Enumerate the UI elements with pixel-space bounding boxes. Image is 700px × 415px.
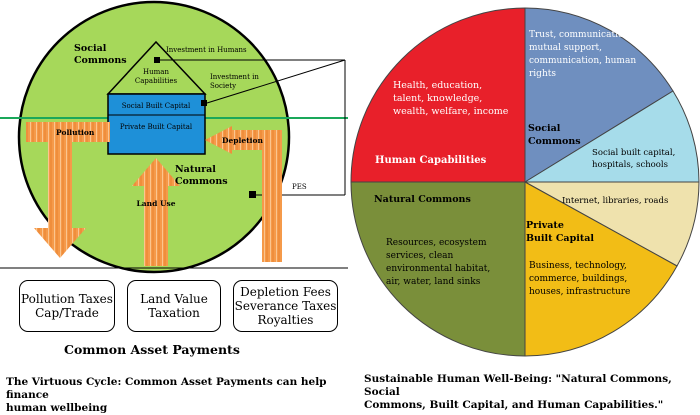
depletion-arrow — [205, 126, 282, 262]
roof-label-1: Human — [143, 68, 169, 76]
pollution-label: Pollution — [56, 128, 95, 137]
pie-human-capabilities — [350, 7, 526, 183]
payment-box-line: Pollution Taxes — [21, 292, 113, 306]
social-commons-label-1: Social — [74, 43, 107, 54]
wall-marker — [201, 100, 207, 106]
pie-social-commons — [524, 7, 674, 183]
hc-item-1: Health, education, — [393, 80, 482, 91]
payment-box-depletion-fees: Depletion Fees Severance Taxes Royalties — [233, 280, 338, 332]
hc-item-3: wealth, welfare, income — [393, 106, 509, 117]
right-caption: Sustainable Human Well-Being: "Natural C… — [364, 373, 700, 412]
land-use-label: Land Use — [137, 199, 176, 208]
pbc-item-1: Business, technology, — [529, 261, 627, 271]
sc-title-2: Commons — [528, 136, 581, 147]
roof-marker — [154, 57, 160, 63]
investment-society-label-2: Society — [210, 82, 236, 90]
payment-box-line: Royalties — [257, 313, 314, 327]
pie-social-built-capital — [523, 90, 700, 183]
pes-marker — [249, 191, 256, 198]
investment-society-label-1: Investment in — [210, 73, 259, 81]
land-use-arrow — [132, 158, 180, 266]
hc-item-2: talent, knowledge, — [393, 93, 482, 104]
pie-private-built-capital — [524, 181, 678, 357]
pbc-title-1: Private — [526, 220, 564, 231]
left-caption: The Virtuous Cycle: Common Asset Payment… — [6, 376, 346, 415]
roof-label-2: Capabilities — [135, 77, 178, 85]
pbc-item-3: houses, infrastructure — [529, 287, 630, 297]
sc-item-3: communication, human — [529, 56, 636, 66]
pollution-arrow — [26, 122, 110, 258]
right-caption-line: Sustainable Human Well-Being: "Natural C… — [364, 373, 672, 398]
sbc-item-1: Social built capital, — [592, 148, 675, 158]
sc-item-1: Trust, communication, — [529, 30, 632, 40]
internet-item: Internet, libraries, roads — [562, 196, 668, 206]
sc-title-1: Social — [528, 123, 561, 134]
sbc-item-2: hospitals, schools — [592, 160, 668, 170]
investment-humans-label: Investment in Humans — [166, 46, 247, 54]
payment-box-land-value: Land Value Taxation — [127, 280, 221, 332]
sc-item-2: mutual support, — [529, 43, 602, 53]
social-commons-label-2: Commons — [74, 55, 127, 66]
natural-commons-label-2: Commons — [175, 176, 228, 187]
nc-item-1: Resources, ecosystem — [386, 238, 487, 248]
natural-commons-label-1: Natural — [175, 164, 216, 175]
payment-box-pollution: Pollution Taxes Cap/Trade — [19, 280, 115, 332]
callout-line-society — [206, 59, 346, 104]
depletion-label: Depletion — [222, 136, 263, 145]
pbc-item-2: commerce, buildings, — [529, 274, 627, 284]
private-built-capital-label: Private Built Capital — [120, 123, 193, 131]
diagram-canvas: Social Commons Natural Commons Human Cap… — [0, 0, 700, 357]
nc-item-2: services, clean — [386, 251, 454, 261]
payments-title: Common Asset Payments — [64, 342, 240, 357]
right-caption-line: Commons, Built Capital, and Human Capabi… — [364, 399, 664, 411]
social-built-capital-label: Social Built Capital — [122, 102, 191, 110]
payment-box-line: Cap/Trade — [35, 306, 99, 320]
payment-box-line: Depletion Fees — [240, 285, 331, 299]
nc-item-4: air, water, land sinks — [386, 277, 481, 287]
nc-title: Natural Commons — [374, 194, 471, 205]
pbc-title-2: Built Capital — [526, 233, 594, 244]
pes-label: PES — [292, 183, 307, 191]
payment-box-line: Severance Taxes — [234, 299, 337, 313]
left-caption-line: The Virtuous Cycle: Common Asset Payment… — [6, 376, 327, 401]
sc-item-4: rights — [529, 69, 556, 79]
payment-box-line: Land Value — [140, 292, 208, 306]
payment-box-line: Taxation — [148, 306, 200, 320]
hc-title: Human Capabilities — [375, 155, 487, 166]
pie-natural-commons — [350, 181, 526, 357]
nc-item-3: environmental habitat, — [386, 264, 490, 274]
